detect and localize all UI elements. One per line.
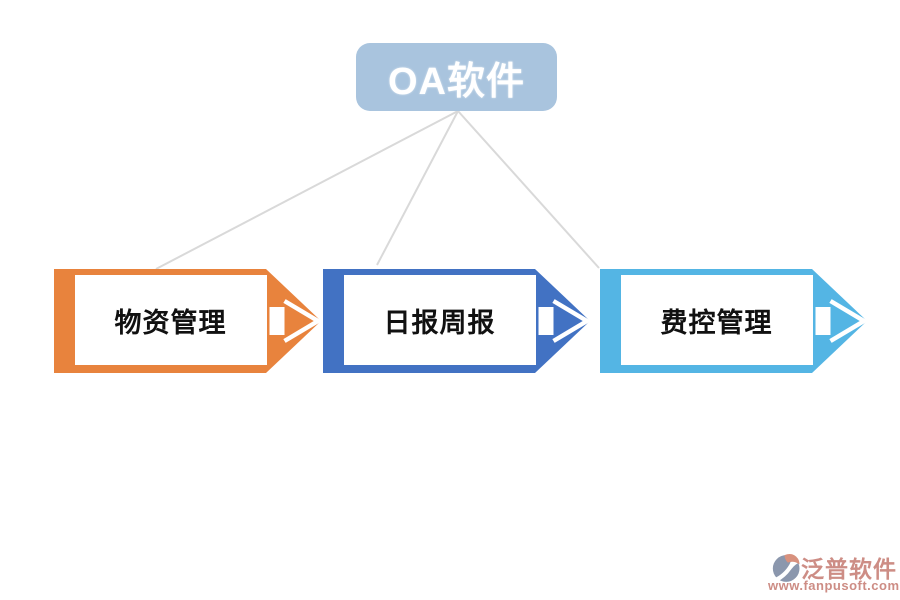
process-box-material-management: 物资管理 bbox=[54, 269, 322, 373]
logo-leaf bbox=[784, 554, 800, 565]
process-box-expense-control: 费控管理 bbox=[600, 269, 868, 373]
arrow-head-icon bbox=[283, 299, 322, 343]
arrow-icon bbox=[269, 307, 285, 335]
arrow-head-icon bbox=[829, 299, 868, 343]
inner-white-panel bbox=[344, 275, 536, 365]
arrow-pentagon-shape bbox=[600, 269, 868, 373]
process-box-daily-weekly-report: 日报周报 bbox=[323, 269, 591, 373]
arrow-pentagon-shape bbox=[54, 269, 322, 373]
arrow-icon bbox=[815, 307, 831, 335]
process-box-label: 物资管理 bbox=[114, 307, 227, 338]
connector-line-right bbox=[457, 110, 600, 269]
root-node-label: OA软件 bbox=[387, 60, 525, 103]
arrow-icon bbox=[538, 307, 554, 335]
brand-name: 泛普软件 bbox=[801, 556, 897, 582]
process-box-label: 费控管理 bbox=[660, 307, 773, 338]
root-node-oa-software: OA软件 bbox=[356, 43, 557, 111]
arrow-head-icon bbox=[552, 299, 591, 343]
brand-watermark: 泛普软件 www.fanpusoft.com bbox=[755, 548, 900, 596]
connector-line-left bbox=[155, 110, 459, 270]
connector-line-middle bbox=[376, 110, 459, 266]
brand-url: www.fanpusoft.com bbox=[768, 578, 900, 593]
process-box-label: 日报周报 bbox=[383, 307, 496, 338]
arrow-pentagon-shape bbox=[323, 269, 591, 373]
fanpu-logo-icon bbox=[772, 553, 802, 582]
inner-white-panel bbox=[75, 275, 267, 365]
inner-white-panel bbox=[621, 275, 813, 365]
